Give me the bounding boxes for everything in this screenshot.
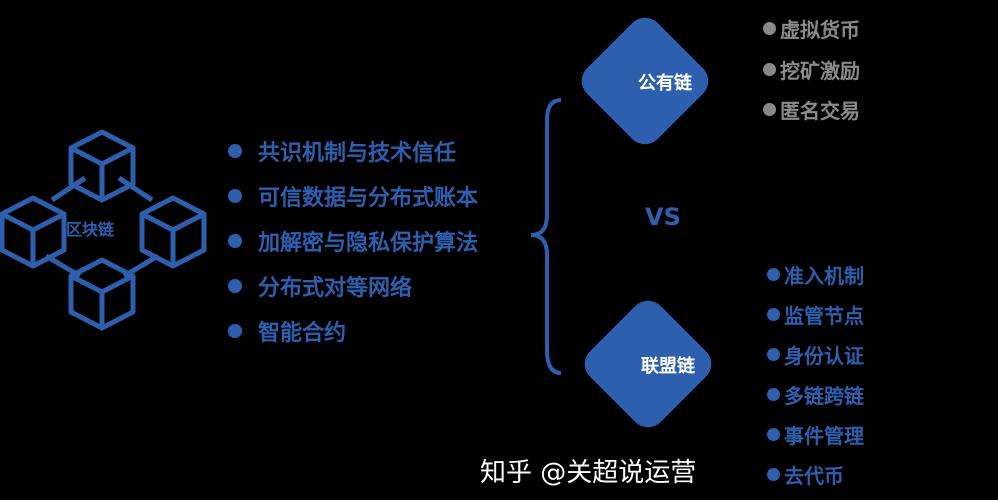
consortium-item: 身份认证 — [767, 340, 864, 369]
bullet-icon — [767, 308, 780, 321]
cube-left — [0, 195, 67, 269]
feature-text: 加解密与隐私保护算法 — [258, 231, 479, 256]
cube-right — [139, 195, 207, 269]
feature-text: 可信数据与分布式账本 — [258, 186, 479, 211]
bullet-icon — [228, 189, 242, 203]
bullet-icon — [763, 103, 776, 116]
item-text: 挖矿激励 — [780, 59, 860, 83]
public-chain-label: 公有链 — [638, 73, 692, 94]
consortium-item: 监管节点 — [767, 300, 864, 329]
feature-text: 智能合约 — [258, 321, 347, 346]
item-text: 多链跨链 — [784, 384, 864, 408]
bullet-icon — [767, 388, 780, 401]
center-label: 区块链 — [66, 220, 115, 239]
bullet-icon — [763, 63, 776, 76]
item-text: 事件管理 — [784, 424, 864, 448]
bullet-icon — [228, 324, 242, 338]
feature-item: 可信数据与分布式账本 — [228, 180, 478, 212]
item-text: 匿名交易 — [780, 99, 860, 123]
consortium-item: 事件管理 — [767, 420, 864, 449]
feature-item: 共识机制与技术信任 — [228, 135, 456, 167]
item-text: 准入机制 — [784, 264, 864, 288]
consortium-chain-label: 联盟链 — [641, 356, 695, 377]
public-item: 挖矿激励 — [763, 55, 860, 84]
feature-text: 分布式对等网络 — [258, 276, 413, 301]
consortium-item: 多链跨链 — [767, 380, 864, 409]
bullet-icon — [228, 234, 242, 248]
feature-item: 加解密与隐私保护算法 — [228, 225, 478, 257]
bullet-icon — [767, 468, 780, 481]
feature-item: 智能合约 — [228, 315, 346, 347]
blockchain-cubes-icon — [0, 129, 207, 331]
public-item: 虚拟货币 — [763, 14, 860, 43]
watermark: 知乎 @关超说运营 — [480, 458, 697, 488]
bullet-icon — [228, 279, 242, 293]
item-text: 监管节点 — [784, 304, 864, 328]
brace-icon — [530, 98, 562, 375]
item-text: 去代币 — [784, 464, 844, 488]
consortium-item: 准入机制 — [767, 260, 864, 289]
vs-label: VS — [645, 203, 681, 231]
bullet-icon — [763, 22, 776, 35]
consortium-item: 去代币 — [767, 460, 844, 489]
feature-text: 共识机制与技术信任 — [258, 141, 457, 166]
bullet-icon — [228, 144, 242, 158]
feature-item: 分布式对等网络 — [228, 270, 412, 302]
cube-bottom — [68, 257, 136, 331]
bullet-icon — [767, 428, 780, 441]
bullet-icon — [767, 268, 780, 281]
cube-top — [68, 129, 136, 203]
item-text: 身份认证 — [784, 344, 864, 368]
bullet-icon — [767, 348, 780, 361]
public-item: 匿名交易 — [763, 95, 860, 124]
item-text: 虚拟货币 — [780, 18, 860, 42]
